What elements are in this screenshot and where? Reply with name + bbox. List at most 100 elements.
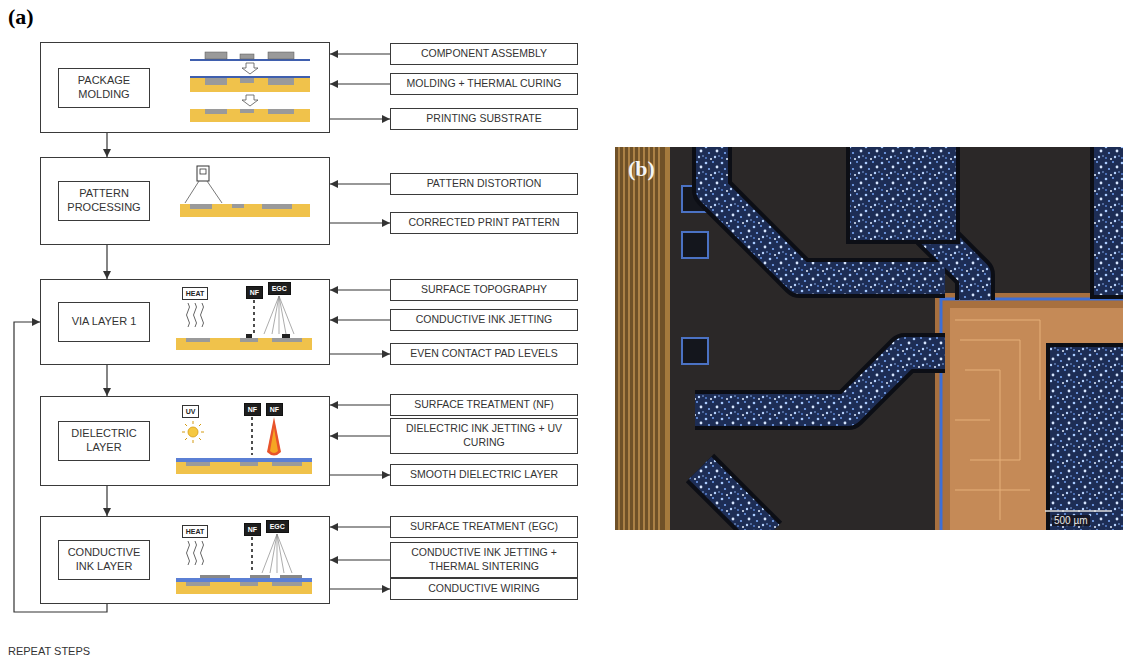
dielectric-sketch bbox=[188, 427, 198, 437]
io-label: DIELECTRIC INK JETTING + UV CURING bbox=[397, 422, 571, 449]
dielectric-sketch bbox=[267, 417, 281, 456]
via-sketch bbox=[201, 303, 204, 327]
io-label: PATTERN DISTORTION bbox=[397, 177, 571, 191]
io-box: COMPONENT ASSEMBLY bbox=[390, 43, 578, 65]
dielectric-sketch bbox=[272, 462, 302, 466]
via-sketch bbox=[272, 296, 279, 334]
dielectric-sketch bbox=[176, 417, 312, 474]
camera-sketch bbox=[197, 166, 209, 181]
micrograph bbox=[615, 147, 665, 530]
molding-sketch bbox=[240, 54, 254, 59]
via-sketch bbox=[246, 334, 252, 338]
tool-label: UV bbox=[186, 408, 196, 415]
flow-arrow bbox=[106, 365, 107, 396]
process-stage: UV NF NF DIELECTRIC LAYER bbox=[40, 396, 330, 486]
via-sketch bbox=[187, 303, 190, 327]
conductive-sketch bbox=[277, 534, 278, 573]
stage-label: VIA LAYER 1 bbox=[58, 302, 150, 342]
io-box: PRINTING SUBSTRATE bbox=[390, 108, 578, 130]
dielectric-sketch bbox=[182, 421, 204, 443]
dielectric-sketch bbox=[182, 432, 185, 433]
tool-label: NF bbox=[270, 406, 279, 413]
molding-sketch bbox=[205, 78, 227, 85]
dielectric-sketch bbox=[270, 428, 278, 453]
io-box: CONDUCTIVE INK JETTING bbox=[390, 309, 578, 331]
flow-arrow bbox=[330, 435, 390, 436]
micrograph bbox=[615, 147, 1123, 530]
via-sketch bbox=[264, 296, 294, 334]
io-label: SURFACE TREATMENT (EGC) bbox=[397, 520, 571, 534]
conductive-sketch bbox=[277, 534, 292, 573]
flow-arrow bbox=[106, 133, 107, 157]
dielectric-sketch bbox=[193, 440, 194, 443]
molding-sketch bbox=[205, 52, 227, 59]
molding-sketch bbox=[205, 109, 227, 114]
process-stage: PACKAGE MOLDING bbox=[40, 42, 330, 133]
micrograph bbox=[633, 147, 635, 530]
tool-label: NF bbox=[248, 406, 257, 413]
via-sketch bbox=[186, 338, 210, 342]
tool-icon: NF bbox=[244, 523, 261, 536]
molding-sketch bbox=[268, 52, 294, 59]
io-box: DIELECTRIC INK JETTING + UV CURING bbox=[390, 418, 578, 453]
molding-sketch bbox=[190, 59, 310, 61]
tool-icon: HEAT bbox=[182, 525, 209, 538]
tool-icon: NF bbox=[246, 286, 263, 299]
camera-sketch bbox=[207, 181, 222, 203]
io-box: MOLDING + THERMAL CURING bbox=[390, 73, 578, 95]
conductive-sketch bbox=[262, 534, 277, 573]
conductive-sketch bbox=[176, 582, 312, 594]
stage-label: CONDUCTIVE INK LAYER bbox=[58, 540, 150, 580]
molding-sketch bbox=[190, 78, 310, 92]
stage-label: DIELECTRIC LAYER bbox=[58, 421, 150, 461]
tool-label: HEAT bbox=[186, 528, 205, 535]
dielectric-sketch bbox=[176, 462, 312, 474]
io-label: COMPONENT ASSEMBLY bbox=[397, 47, 571, 61]
tool-label: NF bbox=[248, 526, 257, 533]
conductive-sketch bbox=[194, 541, 197, 565]
io-label: CONDUCTIVE INK JETTING + THERMAL SINTERI… bbox=[397, 546, 571, 573]
dielectric-sketch bbox=[251, 417, 253, 455]
io-box: EVEN CONTACT PAD LEVELS bbox=[390, 343, 578, 365]
io-box: CORRECTED PRINT PATTERN bbox=[390, 212, 578, 234]
micrograph bbox=[965, 370, 1000, 520]
micrograph bbox=[950, 308, 1123, 530]
conductive-sketch bbox=[176, 534, 312, 594]
micrograph bbox=[682, 232, 708, 258]
dielectric-sketch bbox=[201, 432, 204, 433]
tool-label: EGC bbox=[272, 285, 287, 292]
molding-sketch bbox=[190, 109, 310, 122]
conductive-sketch bbox=[250, 575, 270, 578]
stage-label: PACKAGE MOLDING bbox=[58, 68, 150, 108]
camera-sketch bbox=[180, 166, 310, 217]
io-label: EVEN CONTACT PAD LEVELS bbox=[397, 347, 571, 361]
scale-bar-label: 500 µm bbox=[1052, 515, 1090, 526]
io-box: SMOOTH DIELECTRIC LAYER bbox=[390, 464, 578, 486]
via-sketch bbox=[176, 296, 312, 350]
molding-sketch bbox=[242, 63, 258, 74]
micrograph bbox=[665, 147, 670, 530]
camera-sketch bbox=[232, 204, 244, 208]
flow-arrow bbox=[330, 526, 390, 527]
via-sketch bbox=[279, 296, 280, 334]
molding-sketch bbox=[190, 76, 310, 78]
micrograph bbox=[695, 353, 945, 410]
micrograph bbox=[955, 420, 990, 421]
io-label: CORRECTED PRINT PATTERN bbox=[397, 216, 571, 230]
camera-sketch bbox=[200, 169, 206, 174]
flow-arrow bbox=[330, 183, 390, 184]
molding-sketch bbox=[190, 52, 310, 122]
dielectric-sketch bbox=[193, 421, 194, 424]
via-sketch bbox=[176, 338, 312, 350]
tool-label: HEAT bbox=[186, 290, 205, 297]
panel-letter: (b) bbox=[628, 156, 655, 182]
micrograph bbox=[960, 340, 1020, 460]
micrograph bbox=[700, 468, 768, 530]
via-sketch bbox=[194, 303, 197, 327]
io-box: SURFACE TOPOGRAPHY bbox=[390, 279, 578, 301]
dielectric-sketch bbox=[240, 462, 258, 466]
molding-sketch bbox=[242, 95, 258, 106]
io-label: MOLDING + THERMAL CURING bbox=[397, 77, 571, 91]
flow-arrow bbox=[330, 353, 390, 354]
micrograph bbox=[955, 320, 1040, 400]
